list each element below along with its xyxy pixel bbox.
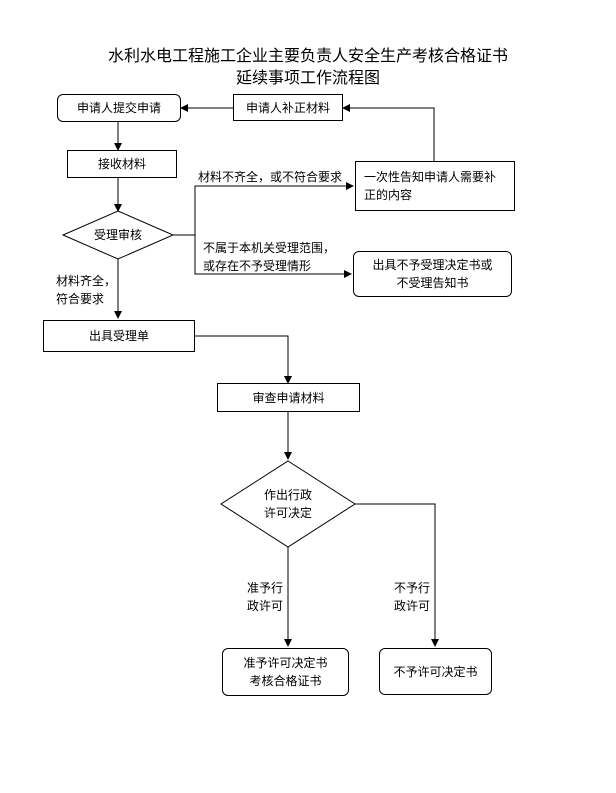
grant-decision-line1: 准予许可决定书 [243, 656, 328, 670]
out-of-scope-label: 不属于本机关受理范围， 或存在不予受理情形 [203, 239, 335, 275]
out-of-scope-line2: 或存在不予受理情形 [203, 259, 312, 273]
edge-review-to-reject [194, 235, 352, 278]
review-label: 受理审核 [93, 228, 142, 242]
grant-decision-box: 准予许可决定书 考核合格证书 [222, 648, 349, 696]
complete-label: 材料齐全， 符合要求 [56, 272, 116, 308]
deny-branch-label: 不予行 政许可 [394, 579, 430, 615]
supplement-materials-box: 申请人补正材料 [233, 94, 343, 121]
accept-slip-label: 出具受理单 [88, 329, 149, 343]
examine-materials-box: 审查申请材料 [217, 383, 360, 412]
diagram-title-line2: 延续事项工作流程图 [235, 68, 380, 87]
grant-branch-label: 准予行 政许可 [247, 579, 283, 615]
review-diamond [61, 210, 175, 260]
decision-label: 作出行政 许可决定 [243, 486, 333, 522]
decision-diamond [220, 460, 356, 548]
submit-application-label: 申请人提交申请 [76, 101, 161, 115]
examine-materials-label: 审查申请材料 [252, 390, 325, 405]
complete-line2: 符合要求 [56, 292, 105, 306]
receive-materials-label: 接收材料 [97, 157, 146, 171]
reject-notice-line2: 不受理告知书 [396, 276, 469, 290]
notify-applicant-line1: 一次性告知申请人需要补 [364, 170, 497, 184]
grant-decision-line2: 考核合格证书 [249, 674, 322, 688]
deny-branch-line1: 不予行 [394, 581, 431, 595]
grant-branch-line1: 准予行 [247, 581, 284, 595]
deny-decision-box: 不予许可决定书 [379, 648, 492, 695]
notify-applicant-line2: 正的内容 [364, 188, 413, 202]
diagram-title-line1: 水利水电工程施工企业主要负责人安全生产考核合格证书 [107, 46, 508, 65]
decision-label-line1: 作出行政 [263, 488, 312, 502]
edge-review-to-notify [173, 182, 354, 236]
receive-materials-box: 接收材料 [67, 150, 177, 178]
deny-decision-label: 不予许可决定书 [393, 664, 478, 679]
deny-branch-line2: 政许可 [394, 599, 431, 613]
supplement-materials-label: 申请人补正材料 [245, 100, 330, 115]
reject-notice-line1: 出具不予受理决定书或 [372, 258, 493, 272]
decision-label-line2: 许可决定 [263, 506, 312, 520]
submit-application-box: 申请人提交申请 [57, 94, 181, 122]
complete-line1: 材料齐全， [56, 274, 117, 288]
edge-decision-to-deny [355, 503, 439, 647]
out-of-scope-line1: 不属于本机关受理范围， [203, 241, 336, 255]
edge-notify-to-supplement [342, 104, 435, 161]
accept-slip-box: 出具受理单 [43, 320, 195, 352]
reject-notice-box: 出具不予受理决定书或 不受理告知书 [353, 251, 512, 297]
incomplete-label: 材料不齐全，或不符合要求 [198, 170, 343, 184]
edge-accept-to-examine [195, 335, 292, 384]
notify-applicant-box: 一次性告知申请人需要补 正的内容 [355, 161, 515, 211]
grant-branch-line2: 政许可 [247, 599, 284, 613]
